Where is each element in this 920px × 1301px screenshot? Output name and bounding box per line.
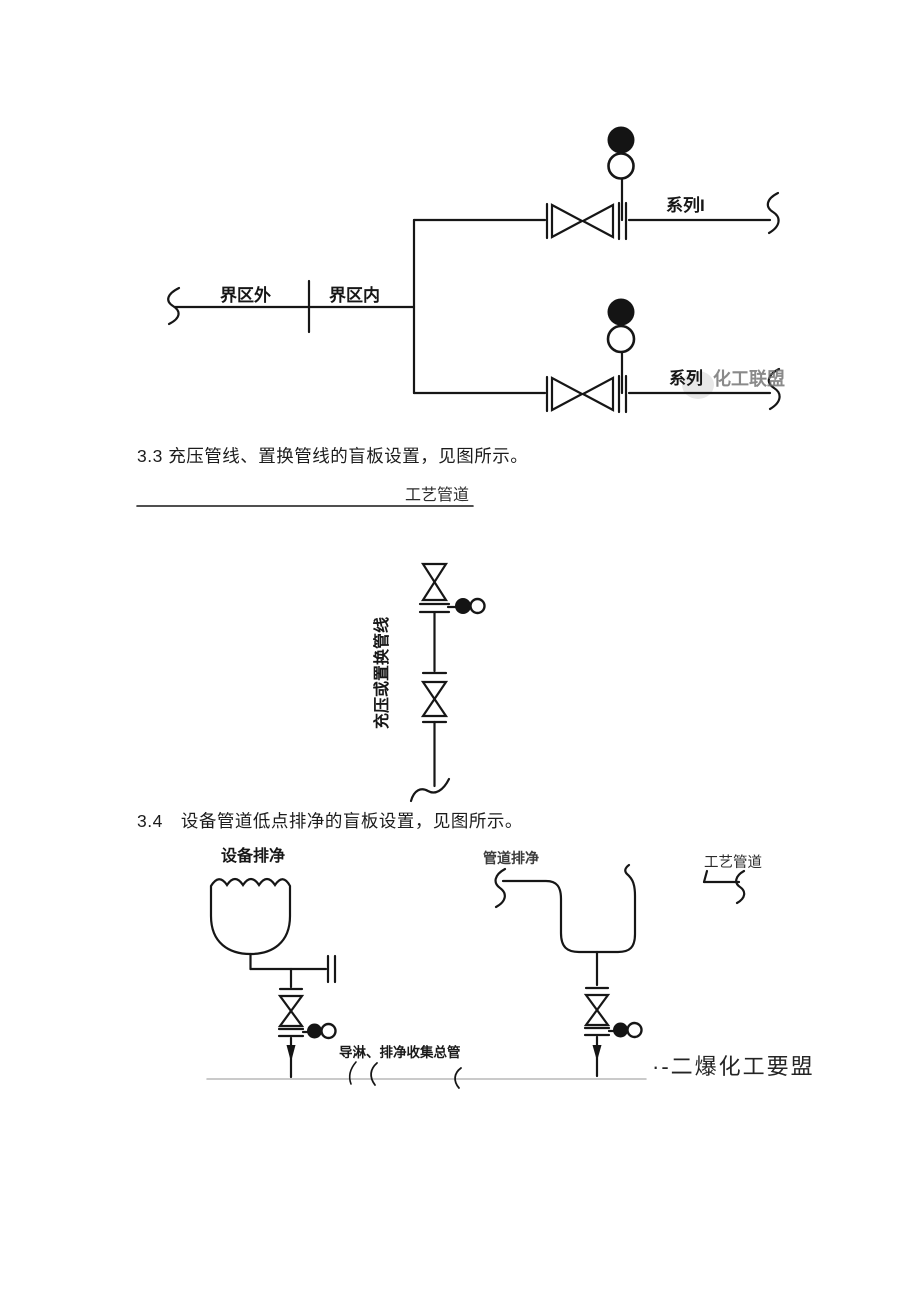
figure-battery-limit-diagram bbox=[168, 126, 780, 413]
valve-icon bbox=[423, 699, 446, 716]
valve-icon bbox=[586, 1010, 608, 1025]
pipe-break-icon bbox=[455, 1068, 461, 1088]
valve-icon bbox=[552, 378, 582, 410]
spectacle-blind-closed-icon bbox=[455, 598, 471, 614]
valve-icon bbox=[586, 995, 608, 1010]
label-process-pipe-bottom: 工艺管道 bbox=[704, 855, 762, 871]
watermark-text-bottom: ·-二爆化工要盟 bbox=[652, 1054, 815, 1079]
spectacle-blind-open-icon bbox=[609, 154, 634, 179]
valve-icon bbox=[423, 564, 446, 582]
section-3-3-text: 3.3 充压管线、置换管线的盲板设置，见图所示。 bbox=[137, 446, 529, 466]
label-purge-line-vertical: 充压或置换管线 bbox=[374, 616, 391, 730]
label-collection-header: 导淋、排净收集总管 bbox=[339, 1045, 461, 1060]
spectacle-blind-closed-icon bbox=[607, 126, 635, 154]
leader-line bbox=[350, 1062, 356, 1084]
label-inside-battery-limit: 界区内 bbox=[329, 286, 380, 305]
watermark-text-top: 化工联盟 bbox=[713, 369, 785, 389]
pipe-break-icon bbox=[168, 288, 179, 324]
label-outside-battery-limit: 界区外 bbox=[220, 286, 271, 305]
pipe-break-icon bbox=[496, 869, 505, 907]
spectacle-blind-closed-icon bbox=[607, 298, 635, 326]
section-3-4-text: 3.4 设备管道低点排净的盲板设置，见图所示。 bbox=[137, 811, 523, 831]
spectacle-blind-open-icon bbox=[628, 1023, 642, 1037]
valve-icon bbox=[280, 996, 302, 1011]
pipe-break-icon bbox=[736, 871, 744, 903]
figure-drain-diagram bbox=[207, 865, 744, 1088]
pipe-break-icon bbox=[768, 193, 779, 233]
flow-arrow-icon bbox=[286, 1045, 296, 1062]
figure-purge-line-diagram bbox=[137, 506, 485, 801]
pipe-break-icon bbox=[371, 1063, 377, 1085]
flow-arrow-icon bbox=[592, 1045, 602, 1061]
valve-icon bbox=[280, 1011, 302, 1026]
valve-icon bbox=[552, 205, 582, 237]
vessel-shape bbox=[211, 879, 290, 954]
label-equipment-drain: 设备排净 bbox=[221, 848, 286, 865]
spectacle-blind-closed-icon bbox=[613, 1022, 628, 1038]
spectacle-blind-open-icon bbox=[471, 599, 485, 613]
pipe-break-icon bbox=[769, 369, 780, 409]
label-pipe-drain: 管道排净 bbox=[483, 850, 539, 866]
valve-icon bbox=[583, 378, 613, 410]
spectacle-blind-closed-icon bbox=[307, 1023, 322, 1039]
valve-icon bbox=[583, 205, 613, 237]
valve-icon bbox=[423, 682, 446, 699]
pipe-low-point bbox=[503, 865, 635, 952]
label-series-2: 系列 bbox=[669, 369, 703, 388]
spectacle-blind-open-icon bbox=[608, 326, 634, 352]
label-process-pipe-mid: 工艺管道 bbox=[405, 487, 470, 504]
pipe-break-icon bbox=[411, 779, 449, 801]
spectacle-blind-open-icon bbox=[322, 1024, 336, 1038]
label-series-1: 系列I bbox=[666, 196, 705, 215]
valve-icon bbox=[423, 582, 446, 600]
